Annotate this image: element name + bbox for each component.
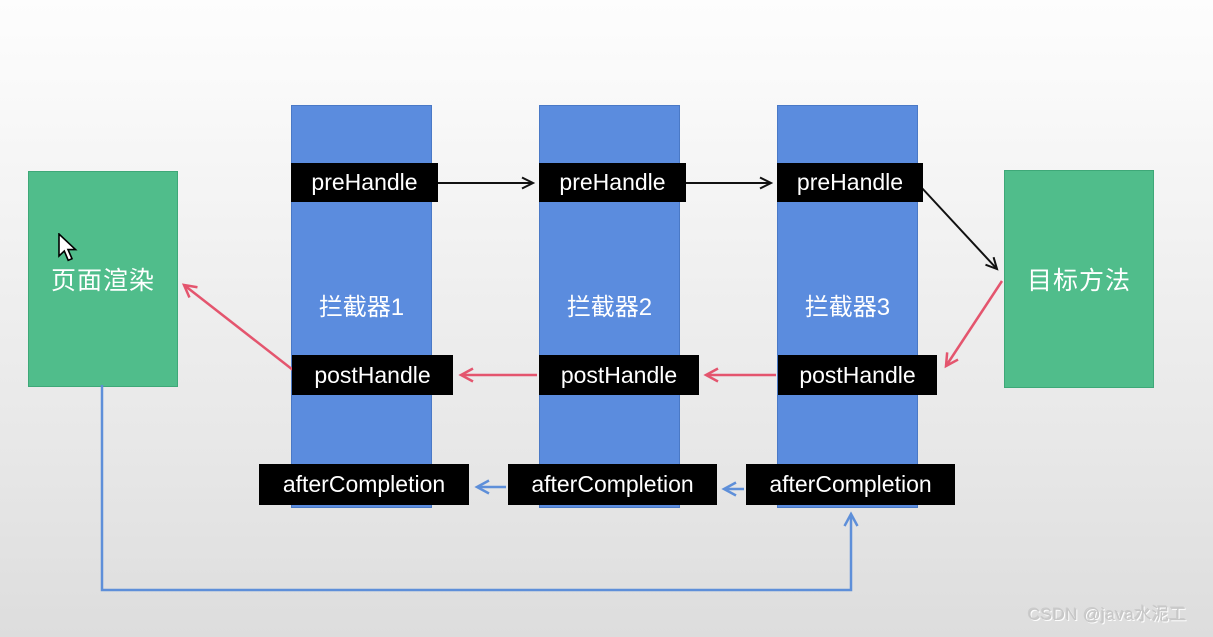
interceptor-2-label: 拦截器2 — [566, 294, 653, 321]
arrow-prehandle-3-to-target — [920, 186, 999, 271]
posthandle-1-label: postHandle — [314, 361, 431, 388]
arrow-target-to-posthandle-3 — [946, 280, 1004, 366]
posthandle-1-label-box: postHandle — [292, 355, 453, 395]
posthandle-2-label: postHandle — [560, 361, 678, 388]
interceptor-1-label: 拦截器1 — [318, 294, 405, 321]
aftercompletion-1-label: afterCompletion — [282, 471, 446, 497]
target-method-label: 目标方法 — [1026, 267, 1131, 295]
prehandle-2-label: preHandle — [559, 169, 666, 195]
page-render-node: 页面渲染 — [28, 171, 178, 387]
arrow-posthandle-1-to-page-render — [184, 285, 294, 371]
posthandle-3-label-box: postHandle — [778, 355, 937, 395]
page-render-label: 页面渲染 — [50, 267, 155, 295]
prehandle-1-label: preHandle — [311, 169, 418, 195]
prehandle-1-label-box: preHandle — [291, 163, 438, 202]
aftercompletion-3-label: afterCompletion — [769, 471, 932, 497]
prehandle-2-label-box: preHandle — [539, 163, 686, 202]
aftercompletion-3-label-box: afterCompletion — [746, 464, 955, 505]
prehandle-3-label-box: preHandle — [777, 163, 923, 202]
arrow-page-render-to-aftercompletion-3 — [100, 385, 851, 592]
aftercompletion-2-label-box: afterCompletion — [508, 464, 717, 505]
aftercompletion-2-label: afterCompletion — [531, 471, 694, 497]
posthandle-2-label-box: postHandle — [539, 355, 699, 395]
csdn-watermark: CSDN @java水泥工 — [1028, 605, 1187, 624]
posthandle-3-label: postHandle — [799, 361, 916, 388]
interceptor-3-label: 拦截器3 — [804, 294, 891, 321]
prehandle-3-label: preHandle — [796, 169, 904, 195]
aftercompletion-1-label-box: afterCompletion — [259, 464, 469, 505]
target-method-node: 目标方法 — [1004, 170, 1154, 388]
